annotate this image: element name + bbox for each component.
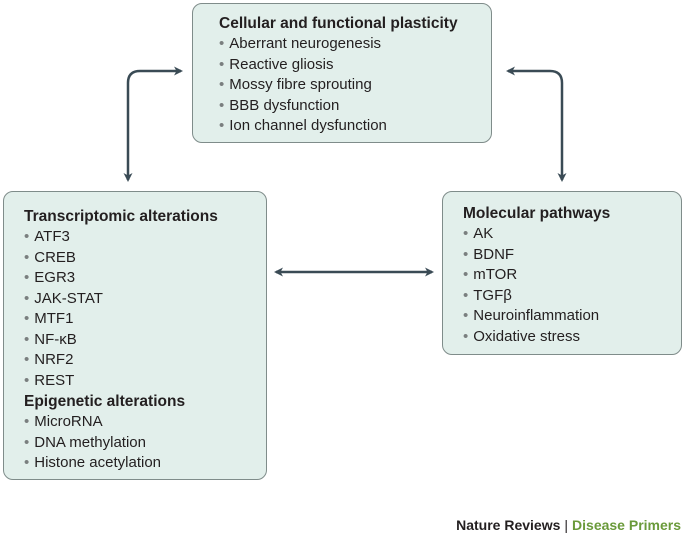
bullet-icon: •	[24, 310, 30, 327]
transcriptomic-heading: Transcriptomic alterations	[24, 208, 218, 225]
bullet-icon: •	[24, 228, 30, 245]
list-item: •NRF2	[24, 351, 74, 368]
bullet-icon: •	[219, 117, 225, 134]
bullet-icon: •	[24, 413, 30, 430]
list-item: •REST	[24, 371, 75, 389]
list-item: •MicroRNA	[24, 413, 103, 430]
bullet-icon: •	[463, 266, 469, 283]
list-item: •MTF1	[24, 310, 74, 327]
list-item: •Mossy fibre sprouting	[219, 76, 372, 93]
bullet-icon: •	[463, 327, 469, 345]
list-item: •NF-κB	[24, 330, 77, 348]
epigenetic-list: •MicroRNA •DNA methylation •Histone acet…	[24, 412, 266, 474]
transcriptomic-list: •ATF3 •CREB •EGR3 •JAK-STAT •MTF1 •NF-κB…	[24, 227, 266, 391]
list-item: •Oxidative stress	[463, 327, 580, 345]
bullet-icon: •	[24, 351, 30, 368]
credit-separator: |	[564, 517, 569, 533]
molecular-pathways-heading: Molecular pathways	[463, 205, 611, 222]
bullet-icon: •	[463, 286, 469, 304]
cellular-plasticity-list: •Aberrant neurogenesis •Reactive gliosis…	[219, 34, 491, 137]
cellular-plasticity-heading: Cellular and functional plasticity	[219, 15, 458, 32]
molecular-pathways-box: Molecular pathways •AK •BDNF •mTOR •TGFβ…	[442, 191, 682, 355]
list-item: •AK	[463, 225, 494, 242]
bullet-icon: •	[24, 330, 30, 348]
list-item: •BDNF	[463, 245, 515, 263]
publisher-credit: Nature Reviews|Disease Primers	[456, 517, 681, 533]
bullet-icon: •	[24, 289, 30, 307]
molecular-pathways-list: •AK •BDNF •mTOR •TGFβ •Neuroinflammation…	[463, 224, 681, 347]
list-item: •JAK-STAT	[24, 289, 103, 307]
bullet-icon: •	[24, 269, 30, 286]
bullet-icon: •	[219, 76, 225, 93]
bullet-icon: •	[24, 454, 30, 471]
list-item: •BBB dysfunction	[219, 96, 340, 114]
bullet-icon: •	[463, 307, 469, 324]
list-item: •ATF3	[24, 228, 70, 245]
bullet-icon: •	[24, 248, 30, 266]
list-item: •CREB	[24, 248, 76, 266]
list-item: •Histone acetylation	[24, 454, 162, 471]
list-item: •TGFβ	[463, 286, 512, 304]
bullet-icon: •	[24, 371, 30, 389]
arrow-top-left	[123, 66, 183, 182]
journal-name: Nature Reviews	[456, 517, 561, 533]
list-item: •EGR3	[24, 269, 76, 286]
cellular-plasticity-box: Cellular and functional plasticity •Aber…	[192, 3, 492, 143]
bullet-icon: •	[219, 96, 225, 114]
bullet-icon: •	[463, 245, 469, 263]
series-name: Disease Primers	[572, 517, 681, 533]
bullet-icon: •	[463, 225, 469, 242]
list-item: •mTOR	[463, 266, 518, 283]
list-item: •DNA methylation	[24, 433, 146, 451]
list-item: •Reactive gliosis	[219, 55, 334, 73]
list-item: •Neuroinflammation	[463, 307, 600, 324]
bullet-icon: •	[24, 433, 30, 451]
bullet-icon: •	[219, 55, 225, 73]
arrow-top-right	[506, 66, 567, 182]
list-item: •Aberrant neurogenesis	[219, 35, 382, 52]
list-item: •Ion channel dysfunction	[219, 117, 387, 134]
bullet-icon: •	[219, 35, 225, 52]
epigenetic-heading: Epigenetic alterations	[24, 393, 186, 410]
transcriptomic-epigenetic-box: Transcriptomic alterations •ATF3 •CREB •…	[3, 191, 267, 480]
